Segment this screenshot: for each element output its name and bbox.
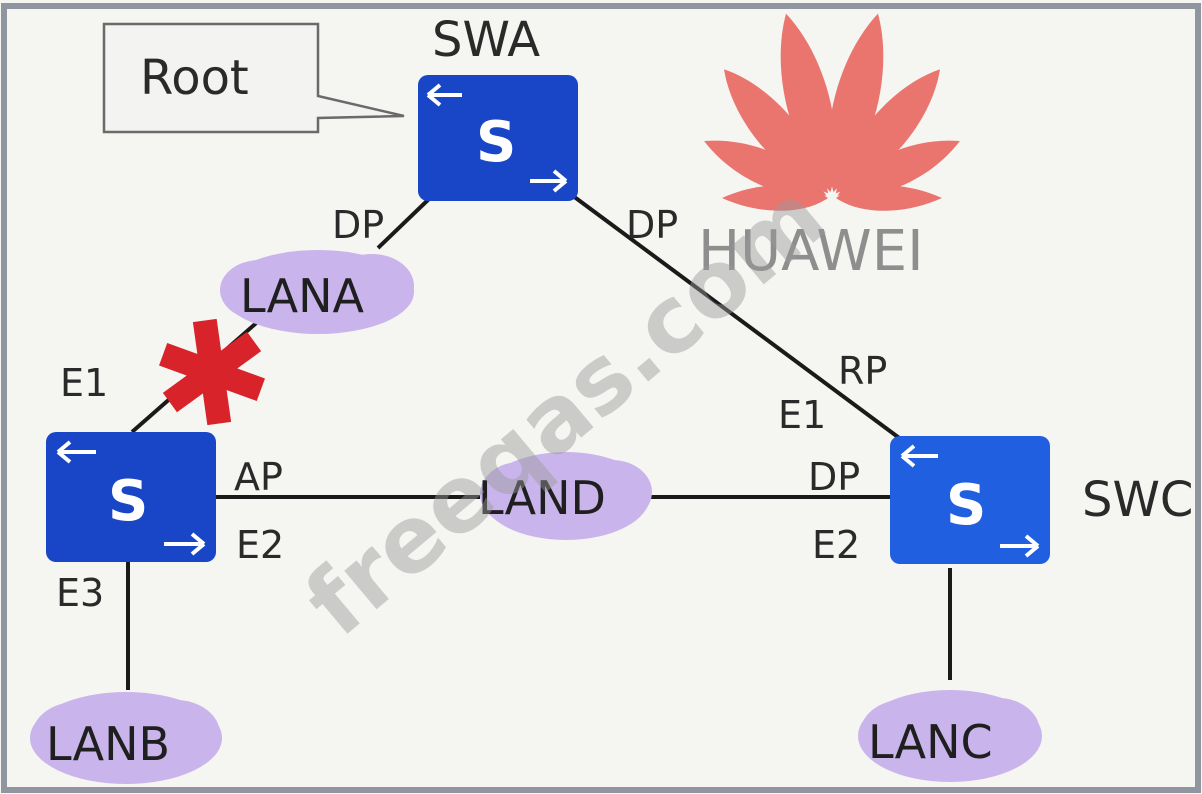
switch-icon: S xyxy=(418,75,578,201)
swa-name: SWA xyxy=(432,12,540,68)
swa-right-port-role: DP xyxy=(626,203,678,247)
huawei-watermark-text: HUAWEI xyxy=(698,219,924,284)
lan-cloud-icon xyxy=(858,690,1042,782)
switch-icon: S xyxy=(46,432,216,562)
frame-border xyxy=(1,3,1201,793)
huawei-logo-icon xyxy=(704,13,960,211)
root-callout: Root xyxy=(102,22,405,134)
swc-port-e2: E2 xyxy=(812,523,860,567)
swa-letter: S xyxy=(476,110,516,175)
swc-port-dp: DP xyxy=(808,455,860,499)
swb-port-e1: E1 xyxy=(60,361,108,405)
swc-name: SWC xyxy=(1082,472,1193,528)
link-swa-lana xyxy=(376,196,432,250)
lanc-label: LANC xyxy=(868,715,993,769)
swa-left-port-role: DP xyxy=(332,203,384,247)
lan-cloud-icon xyxy=(30,692,222,784)
link-swa-swc xyxy=(563,188,904,442)
swc-port-rp: RP xyxy=(838,349,887,393)
lana-label: LANA xyxy=(240,269,365,323)
swc-port-e1: E1 xyxy=(778,393,826,437)
swb-port-ap: AP xyxy=(234,455,283,499)
blocked-port-x-icon xyxy=(159,318,265,426)
swb-port-e2: E2 xyxy=(236,523,284,567)
swb-letter: S xyxy=(108,469,148,534)
lan-cloud-icon xyxy=(220,250,414,334)
root-callout-text: Root xyxy=(140,50,249,106)
swb-port-e3: E3 xyxy=(56,571,104,615)
lanb-label: LANB xyxy=(46,717,170,771)
switch-icon: S xyxy=(890,436,1050,564)
swc-letter: S xyxy=(946,473,986,538)
lan-cloud-icon xyxy=(480,452,652,540)
land-label: LAND xyxy=(478,471,606,525)
